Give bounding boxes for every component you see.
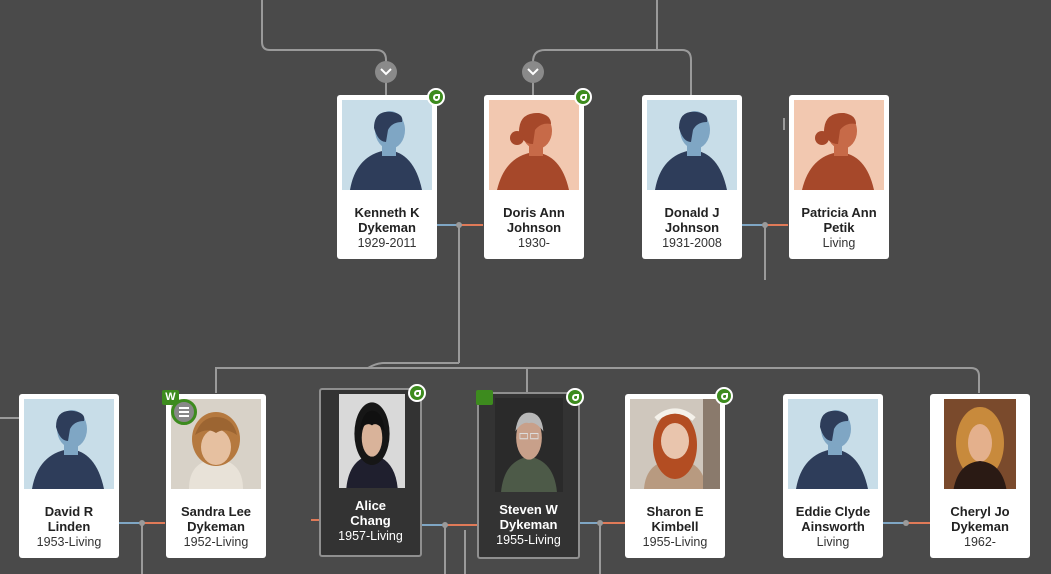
person-photo [630, 399, 720, 489]
person-dates: 1953-Living [36, 535, 102, 549]
hint-leaf-icon[interactable] [574, 88, 592, 106]
hint-leaf-icon[interactable] [408, 384, 426, 402]
female-avatar-icon [794, 100, 884, 190]
person-photo [495, 398, 563, 492]
person-dates: 1952-Living [183, 535, 249, 549]
person-dates: Living [822, 236, 856, 250]
hint-leaf-icon[interactable] [715, 387, 733, 405]
person-dates: 1929-2011 [357, 236, 417, 250]
chevron-down-icon [527, 68, 539, 76]
person-dates: 1955-Living [496, 533, 561, 547]
person-photo [339, 394, 405, 488]
menu-icon[interactable] [171, 399, 197, 425]
person-dates: 1957-Living [338, 529, 403, 543]
hint-leaf-icon[interactable] [566, 388, 584, 406]
male-avatar-icon [24, 399, 114, 489]
person-dates: 1962- [964, 535, 996, 549]
person-photo [944, 399, 1016, 489]
person-dates: 1955-Living [642, 535, 708, 549]
chevron-down-icon [380, 68, 392, 76]
person-dates: 1931-2008 [662, 236, 722, 250]
male-avatar-icon [647, 100, 737, 190]
person-dates: 1930- [518, 236, 550, 250]
expand-kenneth-parents-button[interactable] [375, 61, 397, 83]
web-record-badge[interactable] [476, 390, 493, 405]
male-avatar-icon [788, 399, 878, 489]
female-avatar-icon [489, 100, 579, 190]
expand-doris-parents-button[interactable] [522, 61, 544, 83]
person-dates: Living [816, 535, 850, 549]
male-avatar-icon [342, 100, 432, 190]
hint-leaf-icon[interactable] [427, 88, 445, 106]
